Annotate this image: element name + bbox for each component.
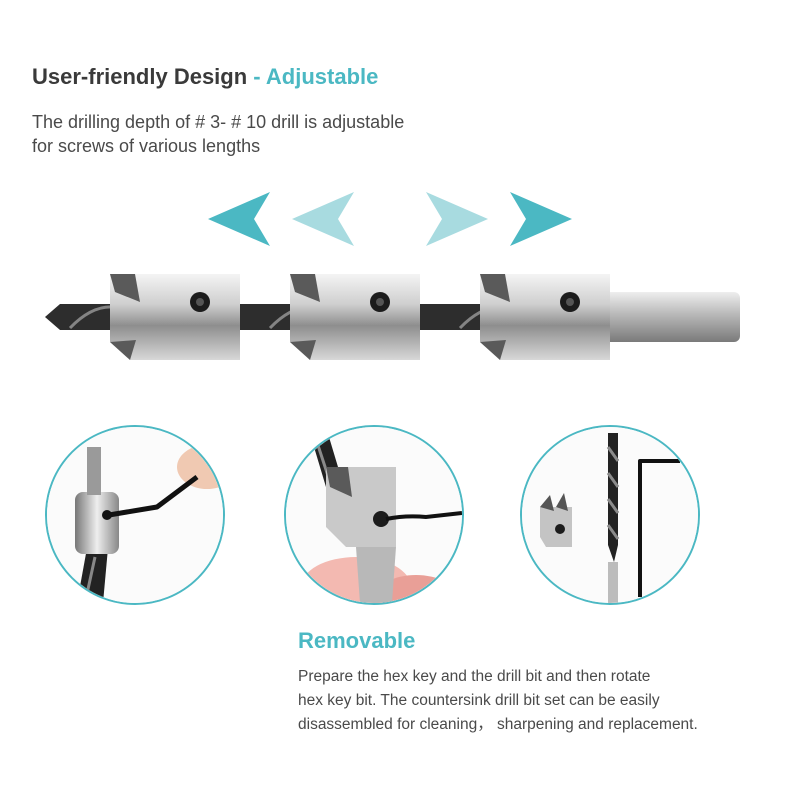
arrow-left-icon (208, 192, 270, 246)
adjust-arrows (208, 192, 572, 246)
removable-description: Prepare the hex key and the drill bit an… (298, 665, 788, 737)
subtitle-line-1: The drilling depth of # 3- # 10 drill is… (32, 112, 405, 132)
arrow-left-light-icon (292, 192, 354, 246)
heading-accent: - Adjustable (247, 64, 379, 89)
heading: User-friendly Design - Adjustable (32, 64, 378, 90)
removable-line-3: disassembled for cleaning， sharpening an… (298, 716, 698, 733)
arrow-right-light-icon (426, 192, 488, 246)
detail-circle-parts (520, 425, 700, 605)
collar-1 (110, 274, 240, 360)
removable-line-2: hex key bit. The countersink drill bit s… (298, 692, 660, 709)
collar-3 (480, 274, 610, 360)
arrow-right-icon (510, 192, 572, 246)
heading-main: User-friendly Design (32, 64, 248, 89)
detail-circle-hex-key (45, 425, 225, 605)
removable-title: Removable (298, 628, 416, 653)
countersink-drill-illustration (45, 274, 740, 360)
collar-2 (290, 274, 420, 360)
subtitle: The drilling depth of # 3- # 10 drill is… (32, 110, 592, 158)
removable-line-1: Prepare the hex key and the drill bit an… (298, 668, 651, 685)
subtitle-line-2: for screws of various lengths (32, 136, 261, 156)
detail-circle-collar (284, 425, 464, 605)
